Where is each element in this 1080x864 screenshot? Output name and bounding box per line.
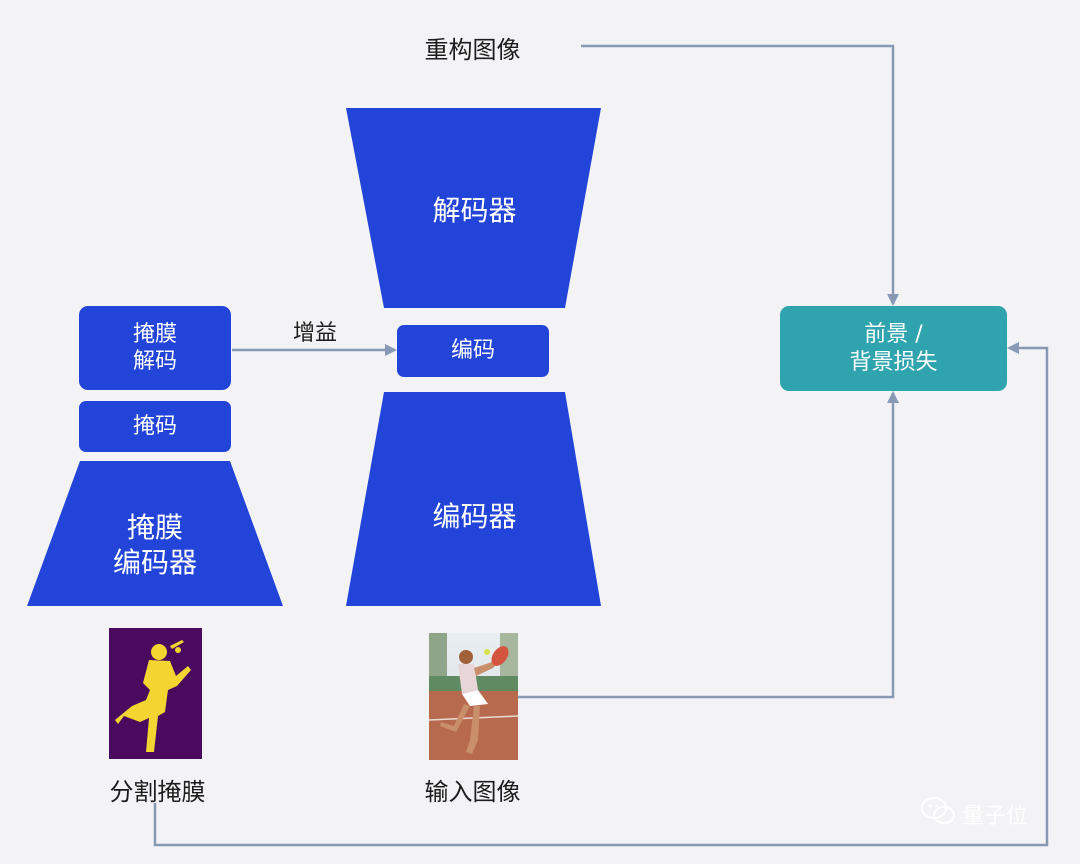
loss-label: 前景 / 背景损失 xyxy=(849,322,938,375)
decoder-label: 解码器 xyxy=(432,193,517,227)
reconstruction-arrow xyxy=(581,44,899,306)
input-image-thumbnail xyxy=(428,633,519,760)
mask-code-box xyxy=(79,401,231,452)
mask-code-label: 掩码 xyxy=(132,413,177,439)
decoder-shape xyxy=(346,108,601,308)
encoder-shape xyxy=(346,392,601,606)
wechat-icon xyxy=(920,796,956,832)
mask-encoder-shape xyxy=(27,461,283,606)
segmentation-mask-image xyxy=(109,628,202,759)
mask-decoding-box xyxy=(79,306,231,390)
input-image-caption: 输入图像 xyxy=(424,778,521,806)
segmentation-mask-caption: 分割掩膜 xyxy=(109,778,206,806)
mask-encoder-label: 掩膜 编码器 xyxy=(112,511,197,579)
encoder-label: 编码器 xyxy=(432,499,517,533)
reconstructed-image-caption: 重构图像 xyxy=(424,36,521,64)
code-box xyxy=(397,325,549,377)
mask-to-loss-arrow xyxy=(153,342,1049,847)
mask-decoding-label: 掩膜 解码 xyxy=(132,321,177,375)
loss-box xyxy=(780,306,1007,391)
gain-caption: 增益 xyxy=(292,321,337,346)
watermark: 量子位 xyxy=(920,796,1028,832)
code-label: 编码 xyxy=(450,338,495,364)
watermark-text: 量子位 xyxy=(962,804,1029,829)
input-to-loss-arrow xyxy=(518,391,899,699)
